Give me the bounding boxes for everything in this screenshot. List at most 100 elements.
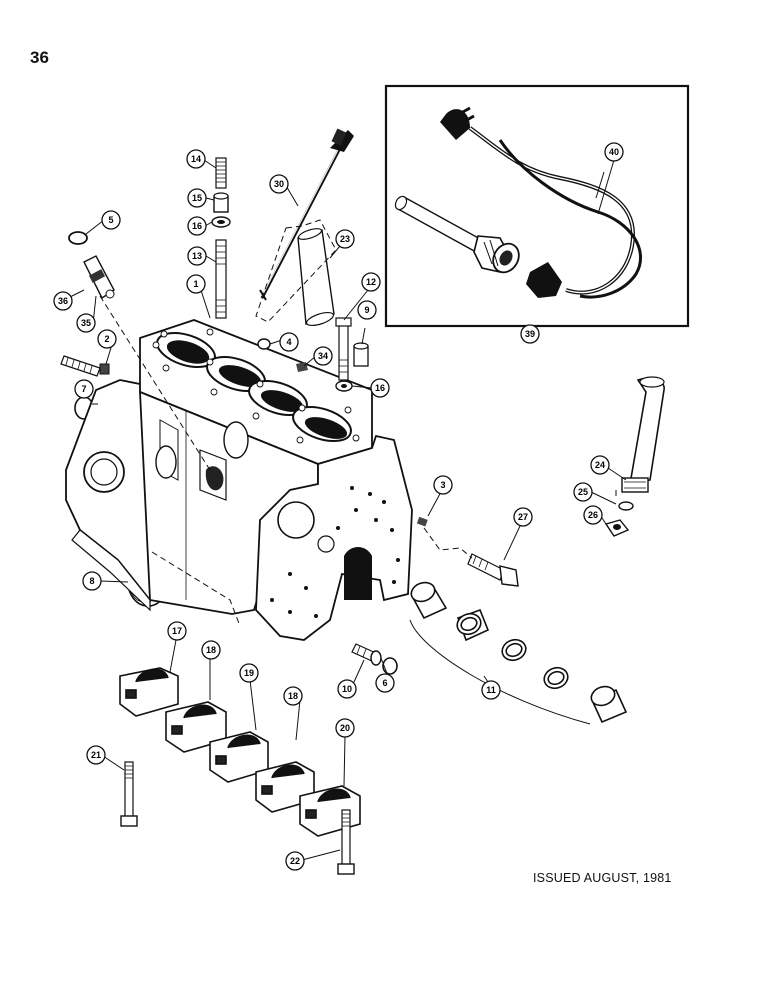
washer-16-top	[211, 216, 231, 228]
callout-c24: 24	[590, 455, 610, 475]
callout-label: 10	[342, 684, 352, 694]
callout-c16b: 16	[370, 378, 390, 398]
camshaft-bushings	[410, 581, 628, 724]
callout-circle	[167, 621, 187, 641]
callout-c1: 1	[186, 274, 206, 294]
callout-circle	[101, 210, 121, 230]
callout-label: 27	[518, 512, 528, 522]
callout-c3: 3	[433, 475, 453, 495]
callout-label: 34	[318, 351, 328, 361]
callout-circle	[520, 324, 540, 344]
dipstick-path-dashes	[255, 219, 337, 323]
callout-c19: 19	[239, 663, 259, 683]
stud-14	[215, 157, 227, 189]
callout-circle	[375, 673, 395, 693]
callout-c9: 9	[357, 300, 377, 320]
callout-label: 18	[206, 645, 216, 655]
callout-circle	[433, 475, 453, 495]
callout-c16a: 16	[187, 216, 207, 236]
callout-circle	[239, 663, 259, 683]
callout-label: 18	[288, 691, 298, 701]
callout-label: 3	[440, 480, 445, 490]
callout-c15: 15	[187, 188, 207, 208]
callout-label: 16	[375, 383, 385, 393]
washer-6	[382, 657, 398, 675]
callout-label: 30	[274, 179, 284, 189]
callout-circle	[201, 640, 221, 660]
heater-cord	[440, 106, 642, 299]
callout-circle	[187, 188, 207, 208]
callout-c6: 6	[375, 673, 395, 693]
callout-label: 13	[192, 251, 202, 261]
callout-circle	[285, 851, 305, 871]
callout-c18b: 18	[283, 686, 303, 706]
callout-circle	[590, 455, 610, 475]
callout-label: 5	[108, 215, 113, 225]
callout-label: 7	[81, 384, 86, 394]
bolt-10	[351, 643, 382, 666]
callout-circle	[604, 142, 624, 162]
callout-label: 17	[172, 626, 182, 636]
plug-5	[68, 231, 88, 245]
callout-c18a: 18	[201, 640, 221, 660]
callout-label: 25	[578, 487, 588, 497]
callout-c23: 23	[335, 229, 355, 249]
callout-circle	[279, 332, 299, 352]
callout-c2: 2	[97, 329, 117, 349]
callout-circle	[335, 229, 355, 249]
callout-circle	[187, 216, 207, 236]
bearing-cap-17	[119, 667, 179, 717]
callout-circle	[313, 346, 333, 366]
callout-label: 35	[81, 318, 91, 328]
callout-label: 26	[588, 510, 598, 520]
callout-c36: 36	[53, 291, 73, 311]
bearing-cap-20	[299, 785, 361, 837]
callout-circle	[357, 300, 377, 320]
washer-16-right	[335, 380, 353, 392]
plug-2	[99, 363, 110, 375]
callout-label: 6	[382, 678, 387, 688]
plug-34	[296, 362, 308, 372]
cylinder-block	[65, 319, 413, 641]
callout-label: 12	[366, 277, 376, 287]
callout-circle	[583, 505, 603, 525]
washer-25	[618, 501, 634, 511]
callout-c30: 30	[269, 174, 289, 194]
callout-c8: 8	[82, 571, 102, 591]
callout-label: 11	[486, 685, 496, 695]
callout-circle	[53, 291, 73, 311]
callout-c12: 12	[361, 272, 381, 292]
bolt-22	[337, 809, 355, 875]
callout-circle	[283, 686, 303, 706]
stud-12	[335, 317, 352, 381]
callout-c20: 20	[335, 718, 355, 738]
callout-circle	[361, 272, 381, 292]
callout-c22: 22	[285, 851, 305, 871]
callout-c5: 5	[101, 210, 121, 230]
block-heater-element	[394, 195, 520, 274]
callout-circle	[370, 378, 390, 398]
callout-c11: 11	[481, 680, 501, 700]
dowel-4	[257, 338, 271, 350]
nut-26	[604, 519, 630, 537]
callout-c25: 25	[573, 482, 593, 502]
dashed-assembly-lines	[99, 295, 617, 627]
callout-c17: 17	[167, 621, 187, 641]
callout-label: 9	[364, 305, 369, 315]
bearing-cap-18-a	[165, 701, 227, 753]
callout-circle	[86, 745, 106, 765]
bushing-bracket-line	[409, 619, 591, 725]
callout-label: 20	[340, 723, 350, 733]
page-number: 36	[30, 48, 49, 67]
callout-label: 39	[525, 329, 535, 339]
callout-label: 36	[58, 296, 68, 306]
sleeve-9	[353, 342, 369, 367]
callout-circle	[186, 149, 206, 169]
pipe-24	[621, 376, 665, 493]
callout-label: 15	[192, 193, 202, 203]
callout-circle	[186, 274, 206, 294]
callout-circle	[82, 571, 102, 591]
callout-circle	[335, 718, 355, 738]
